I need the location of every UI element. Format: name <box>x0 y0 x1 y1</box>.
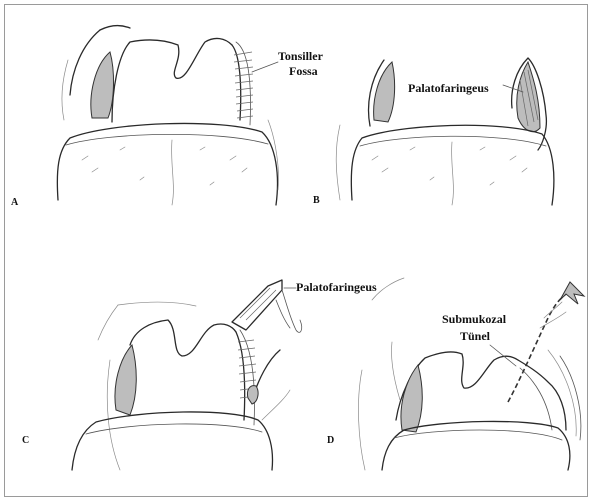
tonsiller-fossa-label-line1: Tonsiller <box>278 49 324 63</box>
palatofaringeus-label-c: Palatofaringeus <box>296 280 377 294</box>
panel-b: B Palatofaringeus <box>313 58 554 206</box>
panel-a-letter: A <box>11 197 19 208</box>
panel-d-letter: D <box>327 435 334 446</box>
submukozal-tunel-label-line1: Submukozal <box>442 312 507 326</box>
panel-c-letter: C <box>22 435 29 446</box>
panel-a: A Tonsiller Fossa <box>11 26 324 208</box>
panel-b-letter: B <box>313 195 320 206</box>
panel-d: D Submukozal Tünel <box>327 278 584 470</box>
tonsiller-fossa-label-line2: Fossa <box>289 64 318 78</box>
palatofaringeus-label-b: Palatofaringeus <box>408 81 489 95</box>
panel-c: C Palatofaringeus <box>22 280 377 470</box>
submukozal-tunel-label-line2: Tünel <box>460 329 491 343</box>
